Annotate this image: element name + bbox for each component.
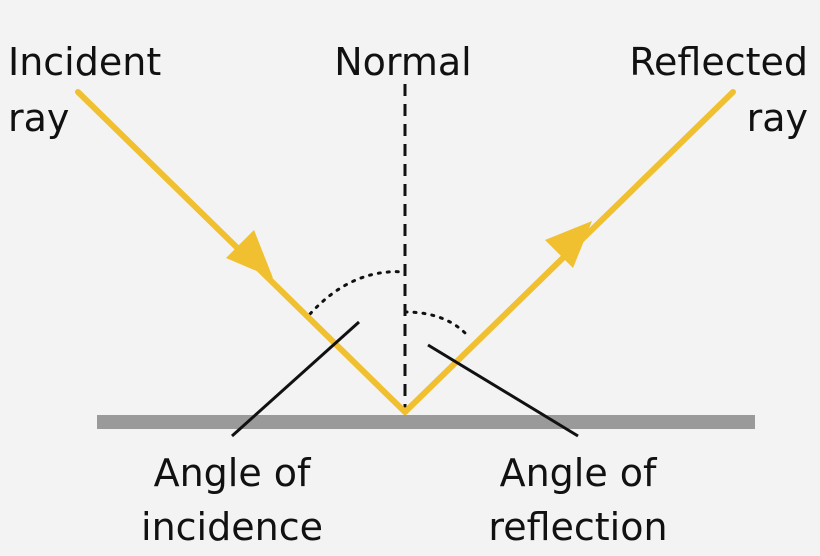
reflected-ray-label-line1: Reflected [629,40,808,84]
angle-of-incidence-label-line1: Angle of [154,451,312,495]
incident-ray-label-line1: Incident [8,40,161,84]
reflected-ray-label-line2: ray [747,96,808,140]
angle-of-reflection-label-line1: Angle of [500,451,658,495]
incidence-label-pointer [230,320,361,438]
incident-ray-label-line2: ray [8,96,69,140]
reflected-ray-arrowhead [545,221,592,268]
angle-of-incidence-label-line2: incidence [141,505,323,549]
reflection-label-pointer [427,343,579,438]
normal-label: Normal [334,40,472,84]
incidence-angle-arc [308,270,407,316]
incident-ray-arrowhead [226,230,273,278]
reflection-angle-arc [403,310,470,338]
angle-of-reflection-label-line2: reflection [488,505,667,549]
